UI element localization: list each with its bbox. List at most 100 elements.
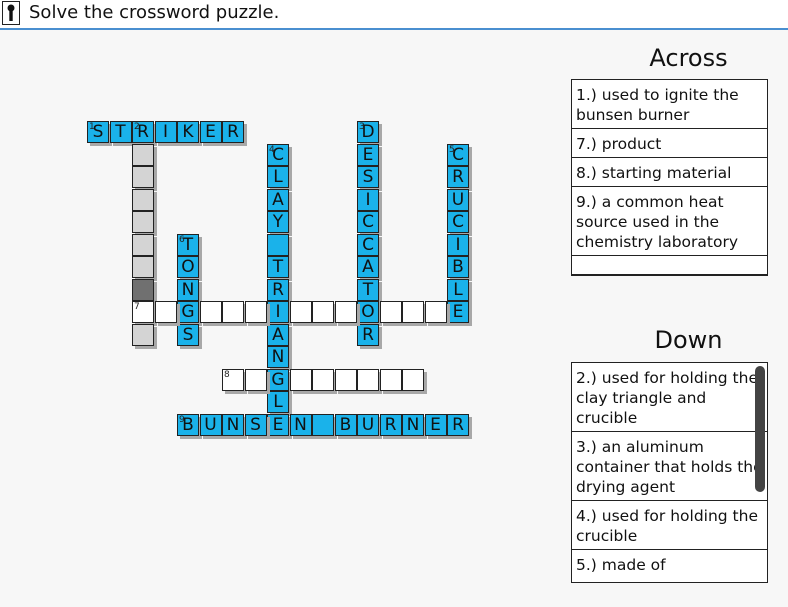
crossword-cell[interactable] (334, 301, 357, 323)
cell-letter: T (115, 122, 126, 142)
crossword-cell[interactable]: E (267, 413, 289, 436)
crossword-cell[interactable]: R (447, 166, 469, 188)
crossword-cell[interactable] (357, 368, 379, 391)
crossword-cell[interactable]: N (222, 413, 244, 436)
crossword-cell[interactable]: A (267, 323, 289, 346)
across-clue[interactable] (572, 256, 767, 275)
crossword-cell[interactable]: 7 (132, 301, 154, 323)
down-clue-scrollbar[interactable] (755, 366, 765, 492)
cell-letter: Y (272, 212, 284, 232)
across-clue[interactable]: 1.) used to ignite the bunsen burner (572, 80, 767, 129)
crossword-cell[interactable]: N (177, 278, 199, 301)
crossword-cell[interactable]: T (267, 256, 289, 278)
crossword-cell[interactable]: N (289, 413, 312, 436)
crossword-cell[interactable]: L (267, 166, 289, 188)
crossword-cell[interactable]: I (267, 301, 289, 323)
crossword-cell[interactable]: U (199, 413, 222, 436)
crossword-cell[interactable] (244, 368, 267, 391)
crossword-cell[interactable]: E (357, 143, 379, 166)
crossword-cell[interactable]: G (177, 301, 199, 323)
crossword-cell[interactable]: U (357, 413, 379, 436)
crossword-cell[interactable] (132, 278, 154, 301)
crossword-cell[interactable] (424, 301, 447, 323)
crossword-cell[interactable]: C (357, 211, 379, 233)
crossword-cell[interactable] (199, 301, 222, 323)
down-clue-list[interactable]: 2.) used for holding the clay triangle a… (571, 362, 768, 583)
crossword-cell[interactable]: A (267, 188, 289, 211)
crossword-cell[interactable]: B (334, 413, 357, 436)
crossword-cell[interactable] (312, 413, 334, 436)
crossword-cell[interactable] (132, 211, 154, 233)
down-clue[interactable]: 4.) used for holding the crucible (572, 501, 767, 550)
crossword-cell[interactable] (312, 368, 334, 391)
crossword-cell[interactable] (132, 166, 154, 188)
cell-letter: C (452, 144, 464, 165)
crossword-cell[interactable] (379, 301, 402, 323)
crossword-cell[interactable]: U (447, 188, 469, 211)
crossword-cell[interactable] (132, 256, 154, 278)
crossword-cell[interactable]: G (267, 368, 289, 391)
down-clue[interactable]: 5.) made of (576, 556, 666, 574)
crossword-cell[interactable]: E (447, 301, 469, 323)
crossword-cell[interactable] (334, 368, 357, 391)
crossword-cell[interactable]: N (402, 413, 424, 436)
crossword-cell[interactable]: K (177, 121, 199, 143)
crossword-cell[interactable] (132, 143, 154, 166)
crossword-cell[interactable]: S (357, 166, 379, 188)
crossword-cell[interactable] (244, 301, 267, 323)
crossword-cell[interactable]: R (357, 323, 379, 346)
down-clue[interactable]: 3.) an aluminum container that holds the… (572, 432, 767, 501)
cell-letter: C (362, 234, 374, 255)
across-clue[interactable]: 7.) product (572, 129, 767, 158)
across-clue[interactable]: 9.) a common heat source used in the che… (572, 187, 767, 256)
crossword-cell[interactable]: T (357, 278, 379, 301)
crossword-cell[interactable]: T (109, 121, 132, 143)
crossword-cell[interactable]: S (244, 413, 267, 436)
crossword-cell[interactable]: C (447, 211, 469, 233)
crossword-cell[interactable]: S (177, 323, 199, 346)
crossword-cell[interactable] (267, 233, 289, 256)
cell-letter: I (162, 122, 168, 142)
crossword-cell[interactable]: R (267, 278, 289, 301)
crossword-cell[interactable] (222, 301, 244, 323)
crossword-cell[interactable]: C (357, 233, 379, 256)
crossword-cell[interactable]: E (424, 413, 447, 436)
crossword-cell[interactable]: E (199, 121, 222, 143)
crossword-cell[interactable]: R (379, 413, 402, 436)
crossword-cell[interactable]: I (357, 188, 379, 211)
crossword-cell[interactable]: I (154, 121, 177, 143)
crossword-cell[interactable] (154, 301, 177, 323)
crossword-cell[interactable] (312, 301, 334, 323)
crossword-cell[interactable]: L (267, 391, 289, 413)
crossword-cell[interactable] (289, 301, 312, 323)
cell-letter: U (204, 414, 217, 435)
crossword-cell[interactable] (289, 368, 312, 391)
crossword-cell[interactable]: R (222, 121, 244, 143)
crossword-cell[interactable]: O (177, 256, 199, 278)
crossword-cell[interactable]: 8 (222, 368, 244, 391)
crossword-cell[interactable] (402, 301, 424, 323)
crossword-cell[interactable]: B (447, 256, 469, 278)
crossword-cell[interactable]: A (357, 256, 379, 278)
crossword-cell[interactable] (132, 188, 154, 211)
across-clue[interactable]: 8.) starting material (572, 158, 767, 187)
crossword-cell[interactable]: R (447, 413, 469, 436)
crossword-cell[interactable]: L (447, 278, 469, 301)
crossword-cell[interactable]: N (267, 346, 289, 368)
crossword-cell[interactable] (379, 368, 402, 391)
crossword-cell[interactable]: O (357, 301, 379, 323)
down-clue[interactable]: 2.) used for holding the clay triangle a… (572, 363, 767, 432)
crossword-cell[interactable]: I (447, 233, 469, 256)
crossword-cell[interactable] (132, 323, 154, 346)
crossword-cell[interactable]: Y (267, 211, 289, 233)
crossword-cell[interactable] (132, 233, 154, 256)
crossword-cell[interactable] (402, 368, 424, 391)
